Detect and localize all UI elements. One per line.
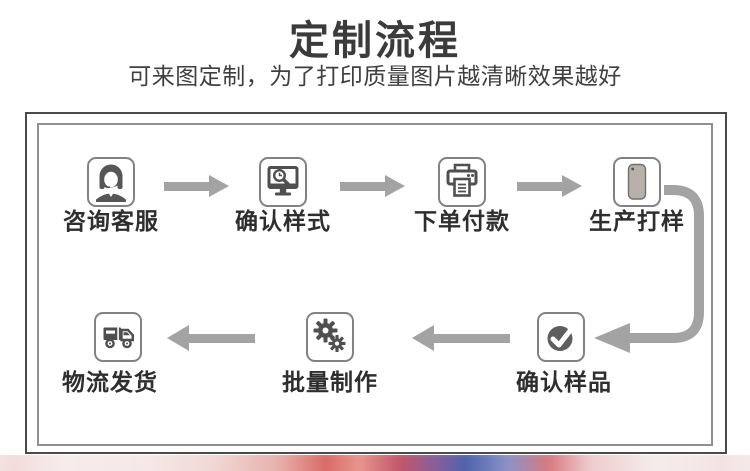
step-order-pay-label: 下单付款: [414, 208, 510, 234]
step-confirm-sample-iconbox: [537, 312, 585, 362]
arrow-shaft: [517, 181, 562, 191]
step-consult-service-iconbox: [87, 157, 135, 207]
arrow-right-icon: [517, 175, 582, 197]
arrow-shaft: [164, 181, 209, 191]
step-logistics-ship-iconbox: [94, 312, 142, 362]
step-batch-production-iconbox: [306, 312, 354, 362]
arrow-shaft: [434, 333, 510, 343]
step-batch-production-label: 批量制作: [282, 369, 378, 395]
page-title: 定制流程: [289, 19, 461, 63]
step-logistics-ship-label: 物流发货: [62, 369, 158, 395]
gears-icon: [313, 318, 346, 352]
phone-case-icon: [627, 163, 647, 200]
curved-arrow-connector: [594, 185, 704, 353]
customer-service-icon: [96, 164, 126, 202]
monitor-preview-icon: [267, 166, 299, 196]
delivery-truck-icon: [103, 327, 134, 349]
step-production-sample-label: 生产打样: [589, 208, 685, 234]
arrow-shaft: [340, 181, 385, 191]
arrow-shaft: [189, 333, 255, 343]
step-order-pay-iconbox: [438, 157, 486, 207]
arrow-right-icon: [164, 175, 229, 197]
next-image-blur: [0, 455, 750, 471]
check-circle-icon: [547, 325, 575, 351]
arrow-right-icon: [340, 175, 405, 197]
arrow-head: [412, 325, 434, 351]
arrow-left-icon: [167, 325, 255, 351]
inner-frame: [37, 123, 713, 446]
page-subtitle: 可来图定制，为了打印质量图片越清晰效果越好: [128, 63, 622, 89]
arrow-head: [209, 175, 229, 197]
step-confirm-style-label: 确认样式: [235, 208, 331, 234]
step-consult-service-label: 咨询客服: [63, 208, 159, 234]
next-image-preview-strip: [0, 455, 750, 471]
step-confirm-style-iconbox: [259, 157, 307, 207]
arrow-head: [562, 175, 582, 197]
step-confirm-sample-label: 确认样品: [516, 369, 612, 395]
arrow-head: [167, 325, 189, 351]
arrow-left-icon: [412, 325, 510, 351]
printer-icon: [446, 163, 478, 197]
arrow-head: [385, 175, 405, 197]
step-production-sample-iconbox: [613, 157, 661, 207]
